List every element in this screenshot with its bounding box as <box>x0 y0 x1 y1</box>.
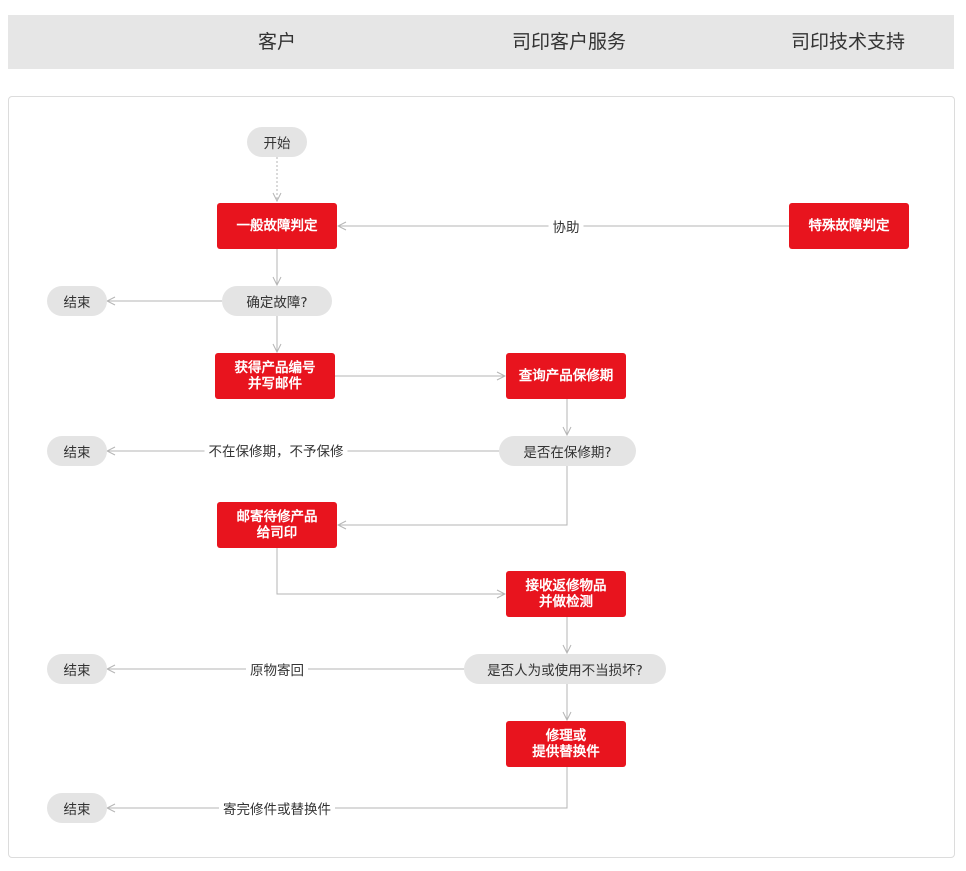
confirm-fault-node: 确定故障? <box>222 286 332 316</box>
receive-test-node: 接收返修物品 并做检测 <box>506 571 626 617</box>
lane-title-service: 司印客户服务 <box>511 31 627 53</box>
end-node-3: 结束 <box>47 654 107 684</box>
mail-product-node: 邮寄待修产品 给司印 <box>217 502 337 548</box>
edge-label-return-original: 原物寄回 <box>246 659 308 679</box>
end-node-4: 结束 <box>47 793 107 823</box>
human-damage-node: 是否人为或使用不当损坏? <box>464 654 666 684</box>
repair-node: 修理或 提供替换件 <box>506 721 626 767</box>
general-fault-node: 一般故障判定 <box>217 203 337 249</box>
swimlane-header: 客户 司印客户服务 司印技术支持 <box>8 15 954 69</box>
edge-label-assist: 协助 <box>548 216 584 236</box>
special-fault-node: 特殊故障判定 <box>789 203 909 249</box>
lane-title-support: 司印技术支持 <box>790 31 906 53</box>
edge-repair-end4 <box>107 767 568 808</box>
lane-title-customer: 客户 <box>257 31 297 53</box>
end-node-2: 结束 <box>47 436 107 466</box>
start-node: 开始 <box>247 127 307 157</box>
edge-inwarranty-mail <box>338 466 568 525</box>
check-warranty-node: 查询产品保修期 <box>506 353 626 399</box>
edge-label-send-replacement: 寄完修件或替换件 <box>219 798 335 818</box>
edge-mail-receive <box>276 548 505 594</box>
in-warranty-node: 是否在保修期? <box>499 436 636 466</box>
end-node-1: 结束 <box>47 286 107 316</box>
edge-label-no-warranty: 不在保修期，不予保修 <box>204 440 348 460</box>
get-product-no-node: 获得产品编号 并写邮件 <box>215 353 335 399</box>
